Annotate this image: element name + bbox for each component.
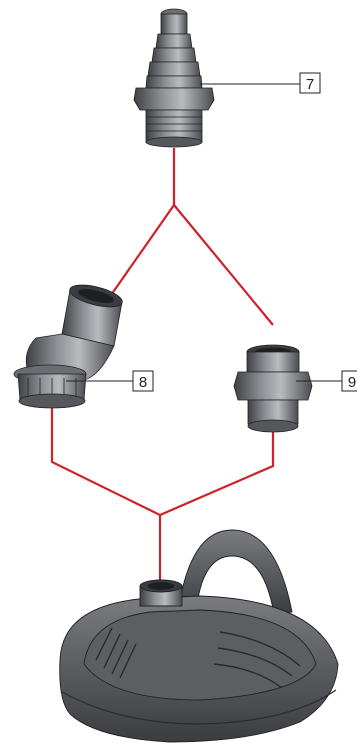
callout-part-9: 9	[296, 370, 357, 392]
pump-grille	[95, 627, 301, 689]
connector-from-9	[159, 432, 275, 517]
callout-part-8: 8	[66, 370, 154, 392]
connector-lines	[50, 148, 275, 592]
pump-body	[59, 529, 339, 743]
elbow-adapter-part-8	[13, 284, 123, 409]
hose-adapter-part-7	[133, 8, 215, 148]
callout-label-7: 7	[306, 76, 314, 93]
callout-label-8: 8	[139, 374, 147, 391]
callout-box-7	[299, 72, 321, 94]
callout-box-8	[132, 370, 154, 392]
connector-from-8	[50, 408, 161, 516]
threaded-adapter-part-9	[233, 344, 313, 433]
callout-label-9: 9	[348, 374, 356, 391]
callout-box-9	[341, 370, 357, 392]
callout-part-7: 7	[200, 72, 321, 94]
connector-to-9-top	[173, 204, 274, 326]
